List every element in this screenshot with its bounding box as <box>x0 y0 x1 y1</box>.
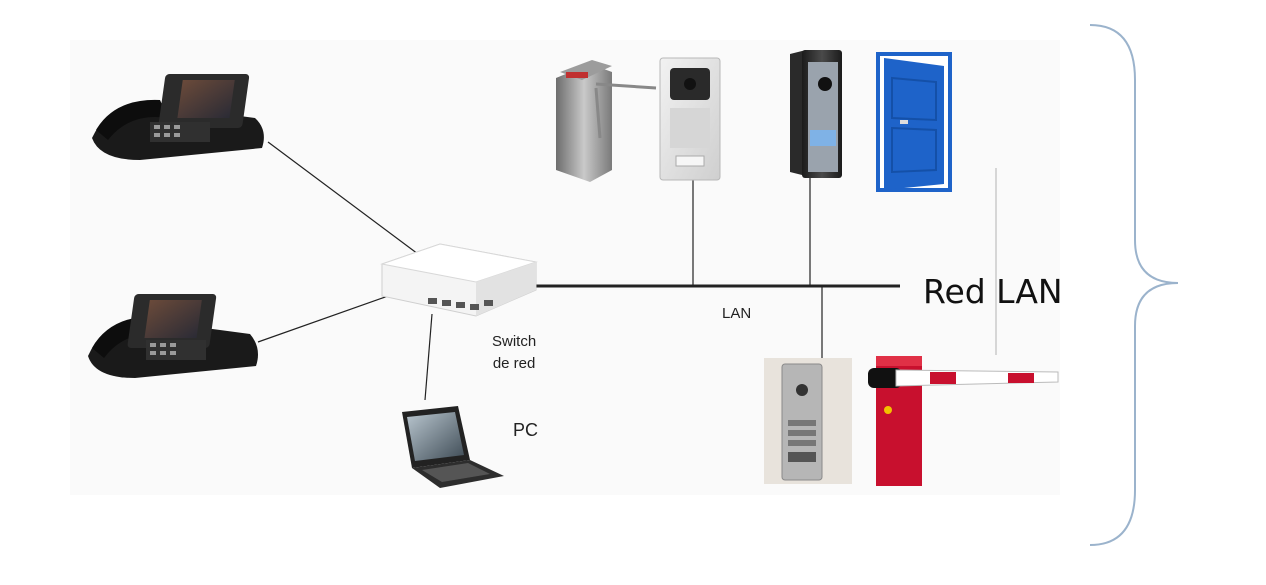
lan-label: LAN <box>722 305 752 322</box>
door <box>876 52 952 192</box>
intercom-panel-1 <box>659 57 721 181</box>
link-phone-top <box>267 141 419 255</box>
pc-label: PC <box>513 420 539 440</box>
ip-video-phone-bottom <box>88 294 258 378</box>
intercom-panel-3 <box>764 358 852 484</box>
intercom-panel-2 <box>790 50 842 178</box>
laptop-pc <box>402 406 504 488</box>
switch-label-line2: de red <box>492 355 536 372</box>
connection-lines <box>257 141 997 401</box>
link-phone-bottom <box>257 295 389 343</box>
barrier-gate <box>868 356 1059 486</box>
curly-brace <box>1089 24 1179 546</box>
red-lan-label: Red LAN <box>923 272 1063 311</box>
turnstile <box>556 60 657 182</box>
switch-label: Switch de red <box>492 331 536 375</box>
ip-video-phone-top <box>92 74 264 160</box>
link-pc <box>424 313 433 401</box>
switch-label-line1: Switch <box>492 333 537 350</box>
network-switch <box>380 243 538 317</box>
